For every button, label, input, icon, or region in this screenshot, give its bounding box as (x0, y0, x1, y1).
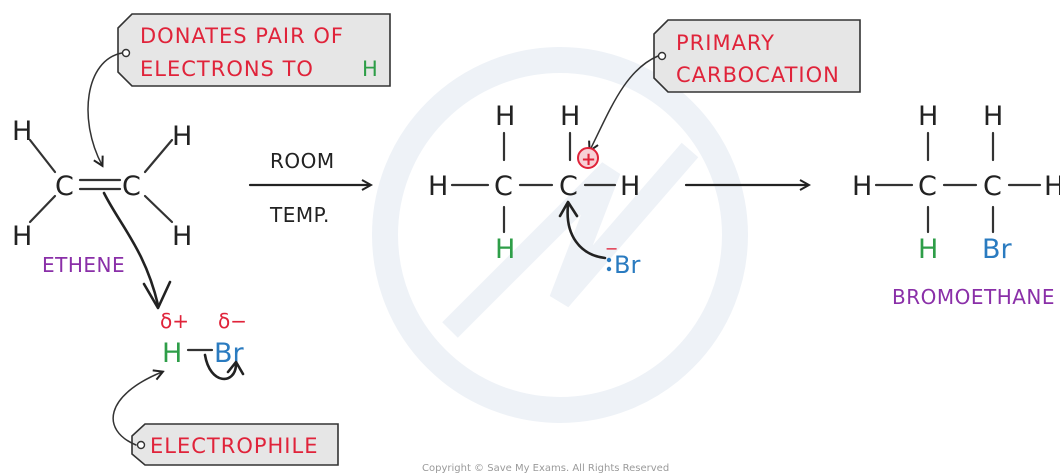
hbr-br: Br (214, 338, 245, 369)
watermark-logo (372, 47, 748, 423)
cation-h-left: H (428, 171, 448, 202)
delta-minus: δ− (218, 309, 247, 333)
bromoethane-label: BROMOETHANE (892, 285, 1055, 309)
product-c-2: C (983, 171, 1002, 202)
hbr-h: H (162, 338, 182, 369)
positive-charge-icon (577, 147, 599, 169)
tag-donates-line1: DONATES PAIR OF (140, 24, 344, 48)
bromide-br: Br (614, 251, 640, 279)
ethene-c-right: C (122, 171, 141, 202)
positive-charge-sign: + (581, 149, 596, 170)
ethene-molecule: H H C C H H (12, 116, 192, 252)
tag-carbocation: CARBOCATION (676, 63, 840, 87)
copyright-notice: Copyright © Save My Exams. All Rights Re… (422, 463, 669, 474)
tag-primary-carbocation: PRIMARY CARBOCATION (653, 19, 861, 93)
cation-h-right: H (620, 171, 640, 202)
curly-arrow-head-2 (226, 360, 245, 376)
product-h-top-2: H (983, 101, 1003, 132)
product-br: Br (982, 234, 1013, 265)
cation-h-top-2: H (560, 101, 580, 132)
cation-h-top-1: H (495, 101, 515, 132)
curly-arrow-bromide (566, 203, 607, 260)
pointer-to-hbr (112, 372, 162, 446)
product-h-bottom: H (918, 234, 938, 265)
ethene-h-bottom-right: H (172, 221, 192, 252)
ethene-label: ETHENE (42, 253, 125, 277)
curly-arrow-head-1 (142, 280, 172, 310)
curly-arrow-head-3 (558, 200, 579, 218)
curly-arrow-bond-to-br (203, 353, 238, 381)
tag-donates-h: H (362, 57, 379, 81)
product-h-top-1: H (918, 101, 938, 132)
curly-arrow-pi-to-h (102, 191, 160, 307)
cation-c-2: C (559, 171, 578, 202)
bromide-ion: − Br (605, 239, 640, 279)
bromide-charge: − (605, 239, 618, 258)
ethene-h-top-left: H (12, 116, 32, 147)
ethene-h-top-right: H (172, 121, 192, 152)
cation-c-1: C (494, 171, 513, 202)
tag-primary: PRIMARY (676, 31, 775, 55)
ethene-h-bottom-left: H (12, 221, 32, 252)
tag-donates-electrons: DONATES PAIR OF ELECTRONS TO H (117, 13, 391, 87)
tag-electrophile: ELECTROPHILE (131, 423, 339, 466)
pointer-to-double-bond (87, 52, 123, 165)
delta-plus: δ+ (160, 309, 189, 333)
pointer-to-carbocation (590, 55, 659, 150)
product-h-left: H (852, 171, 872, 202)
condition-temp: TEMP. (269, 203, 330, 227)
bromoethane-molecule: H H H C C H H Br (852, 101, 1060, 265)
hydrogen-bromide: δ+ δ− H Br (160, 309, 247, 369)
tag-electrophile-text: ELECTROPHILE (150, 434, 318, 458)
carbocation-intermediate: H H H C C H H + (428, 101, 640, 265)
condition-room: ROOM (270, 149, 335, 173)
product-h-right: H (1044, 171, 1060, 202)
product-c-1: C (918, 171, 937, 202)
cation-h-bottom: H (495, 234, 515, 265)
ethene-c-left: C (55, 171, 74, 202)
tag-donates-line2: ELECTRONS TO (140, 57, 314, 81)
